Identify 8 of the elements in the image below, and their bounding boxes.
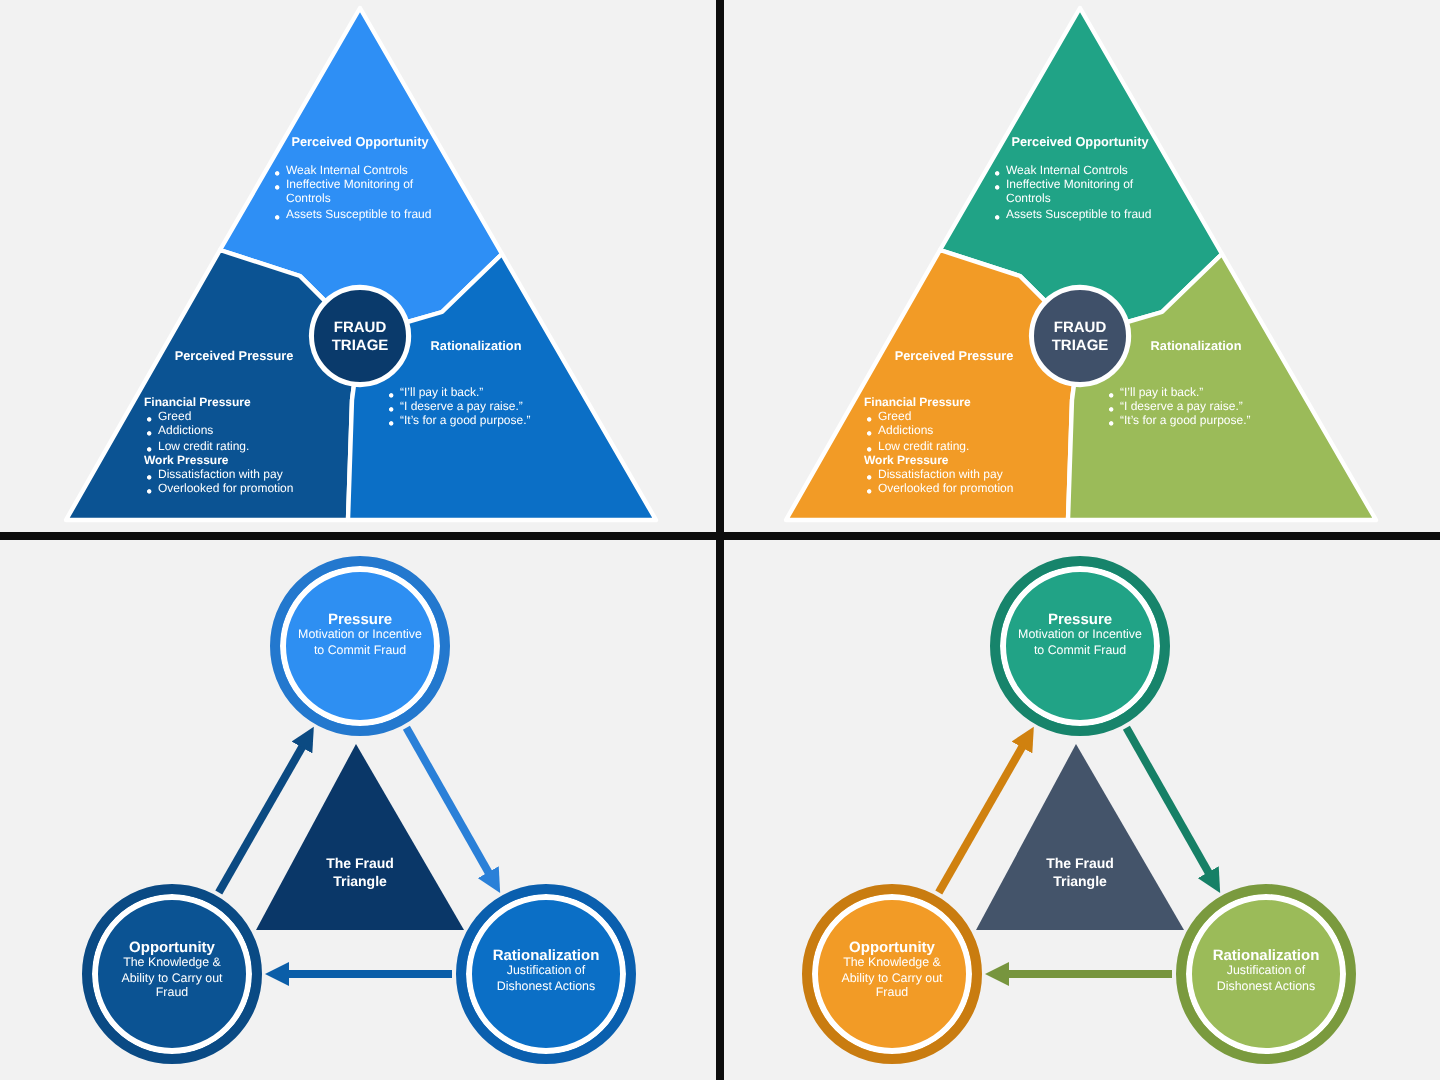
arrow: [402, 725, 501, 893]
arrow: [935, 726, 1034, 895]
arrow: [215, 726, 314, 895]
arrow: [985, 962, 1172, 986]
arrow: [265, 962, 452, 986]
center-triangle: [252, 740, 468, 934]
arrow: [1122, 725, 1221, 893]
center-triangle: [972, 740, 1188, 934]
